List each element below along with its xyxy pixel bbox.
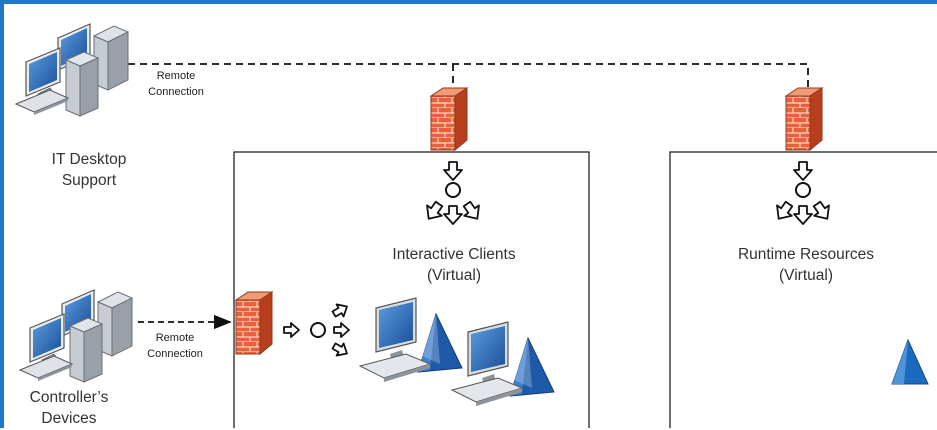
blade-server-icon — [891, 338, 929, 385]
runtime-resources-zone — [669, 151, 937, 428]
top-connection-label: Remote Connection — [138, 69, 214, 101]
interactive-clients-line1: Interactive Clients — [392, 246, 516, 263]
controller-devices-line1: Controller’s — [29, 389, 109, 406]
interactive-fanout-arrows-icon — [420, 161, 486, 225]
interactive-clients-line2: (Virtual) — [427, 266, 481, 284]
controller-devices-line2: Devices — [41, 409, 97, 427]
controller-firewall-icon — [235, 291, 273, 355]
top-connection-label-line2: Connection — [148, 85, 204, 98]
runtime-resources-line2: (Virtual) — [779, 266, 833, 284]
interactive-firewall-icon — [430, 87, 468, 151]
controller-fanout-arrows-icon — [283, 299, 352, 361]
interactive-clients-label: Interactive Clients (Virtual) — [364, 245, 544, 287]
thin-client-icon — [359, 297, 463, 383]
bottom-connection-label-line1: Remote — [155, 332, 195, 344]
it-desktop-computers-icon — [15, 23, 129, 117]
runtime-firewall-icon — [785, 87, 823, 151]
bottom-connection-label-line2: Connection — [147, 347, 203, 360]
it-desktop-support-line1: IT Desktop — [51, 151, 127, 168]
top-connection-label-line1: Remote — [156, 70, 196, 82]
runtime-fanout-arrows-icon — [770, 161, 836, 225]
top-remote-connection-line — [104, 63, 809, 90]
bottom-connection-label: Remote Connection — [136, 331, 214, 363]
runtime-resources-label: Runtime Resources (Virtual) — [716, 245, 896, 287]
controller-devices-label: Controller’s Devices — [12, 388, 126, 430]
it-desktop-support-line2: Support — [61, 171, 117, 189]
interactive-clients-zone — [233, 151, 590, 428]
thin-client-icon — [451, 321, 555, 407]
runtime-resources-line1: Runtime Resources — [737, 246, 875, 263]
it-desktop-support-label: IT Desktop Support — [34, 150, 144, 192]
controller-desktop-computers-icon — [19, 289, 133, 383]
